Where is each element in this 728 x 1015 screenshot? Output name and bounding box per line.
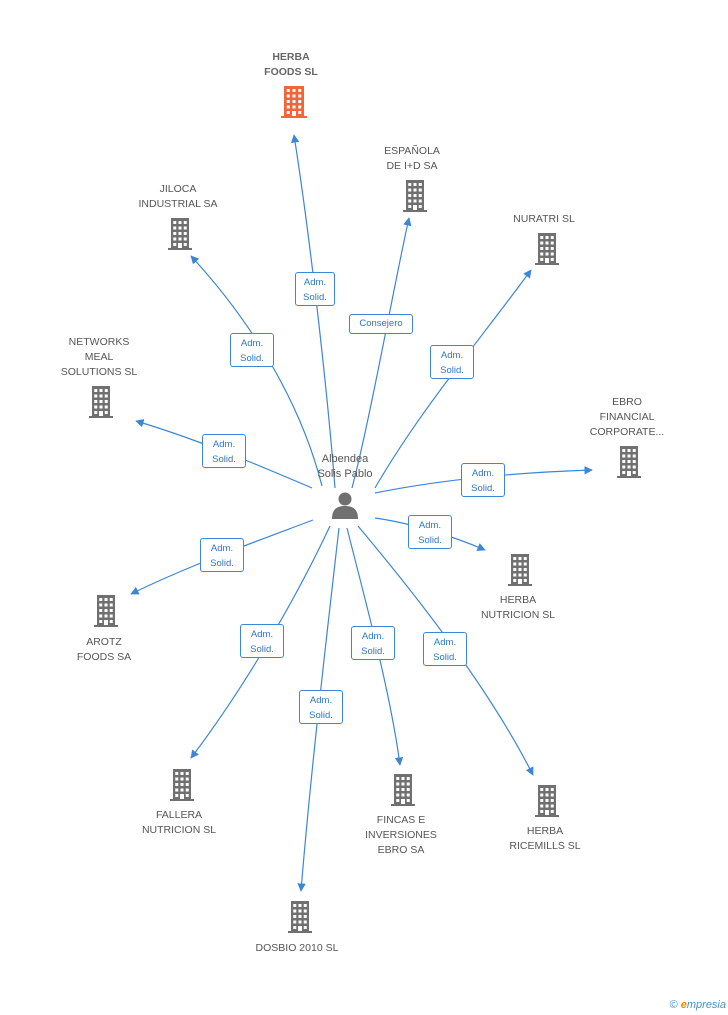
company-label-ebro-financial[interactable]: EBRO FINANCIAL CORPORATE... — [589, 396, 665, 438]
company-label-espanola-id[interactable]: ESPAÑOLA DE I+D SA — [384, 145, 440, 172]
company-label-fincas-inversiones[interactable]: FINCAS E INVERSIONES EBRO SA — [365, 814, 437, 856]
edge-to-espanola-id — [351, 217, 412, 489]
person-icon[interactable] — [332, 492, 358, 520]
building-icon-nuratri — [535, 233, 559, 265]
edge-role-badge-arotz-foods[interactable]: Adm. Solid. — [200, 538, 244, 572]
edge-role-badge-fincas-inversiones[interactable]: Adm. Solid. — [351, 626, 395, 660]
building-icon-dosbio — [288, 901, 312, 933]
edge-role-badge-dosbio[interactable]: Adm. Solid. — [299, 690, 343, 724]
brand-logo-text: mpresia — [686, 999, 726, 1011]
edge-to-herba-foods — [291, 134, 336, 489]
person-name-label[interactable]: Albendea Solis Pablo — [317, 453, 373, 480]
edge-role-badge-herba-foods[interactable]: Adm. Solid. — [295, 272, 335, 306]
company-label-herba-nutricion[interactable]: HERBA NUTRICION SL — [480, 594, 556, 621]
building-icon-herba-nutricion — [508, 554, 532, 586]
company-label-arotz-foods[interactable]: AROTZ FOODS SA — [76, 636, 132, 663]
company-label-jiloca[interactable]: JILOCA INDUSTRIAL SA — [138, 183, 218, 210]
brand-footer: © empresia — [670, 999, 726, 1011]
company-label-herba-foods[interactable]: HERBA FOODS SL — [264, 51, 318, 78]
edge-role-badge-fallera-nutricion[interactable]: Adm. Solid. — [240, 624, 284, 658]
edge-role-badge-nuratri[interactable]: Adm. Solid. — [430, 345, 474, 379]
edge-role-badge-herba-nutricion[interactable]: Adm. Solid. — [408, 515, 452, 549]
building-icon-fallera-nutricion — [170, 769, 194, 801]
company-label-dosbio[interactable]: DOSBIO 2010 SL — [255, 942, 339, 954]
company-label-herba-ricemills[interactable]: HERBA RICEMILLS SL — [509, 825, 581, 852]
edge-role-badge-networks-meal[interactable]: Adm. Solid. — [202, 434, 246, 468]
building-icon-ebro-financial — [617, 446, 641, 478]
company-label-nuratri[interactable]: NURATRI SL — [513, 213, 575, 225]
brand-logo-e: e — [680, 999, 687, 1011]
edge-role-badge-espanola-id[interactable]: Consejero — [349, 314, 413, 334]
building-icon-fincas-inversiones — [391, 774, 415, 806]
company-label-networks-meal[interactable]: NETWORKS MEAL SOLUTIONS SL — [60, 336, 138, 378]
edge-role-badge-jiloca[interactable]: Adm. Solid. — [230, 333, 274, 367]
company-label-fallera-nutricion[interactable]: FALLERA NUTRICION SL — [141, 809, 217, 836]
edge-role-badge-herba-ricemills[interactable]: Adm. Solid. — [423, 632, 467, 666]
copyright-symbol: © — [669, 999, 678, 1011]
building-icon-herba-foods — [281, 86, 307, 118]
building-icon-espanola-id — [403, 180, 427, 212]
building-icon-jiloca — [168, 218, 192, 250]
edge-role-badge-ebro-financial[interactable]: Adm. Solid. — [461, 463, 505, 497]
building-icon-networks-meal — [89, 386, 113, 418]
building-icon-arotz-foods — [94, 595, 118, 627]
building-icon-herba-ricemills — [535, 785, 559, 817]
